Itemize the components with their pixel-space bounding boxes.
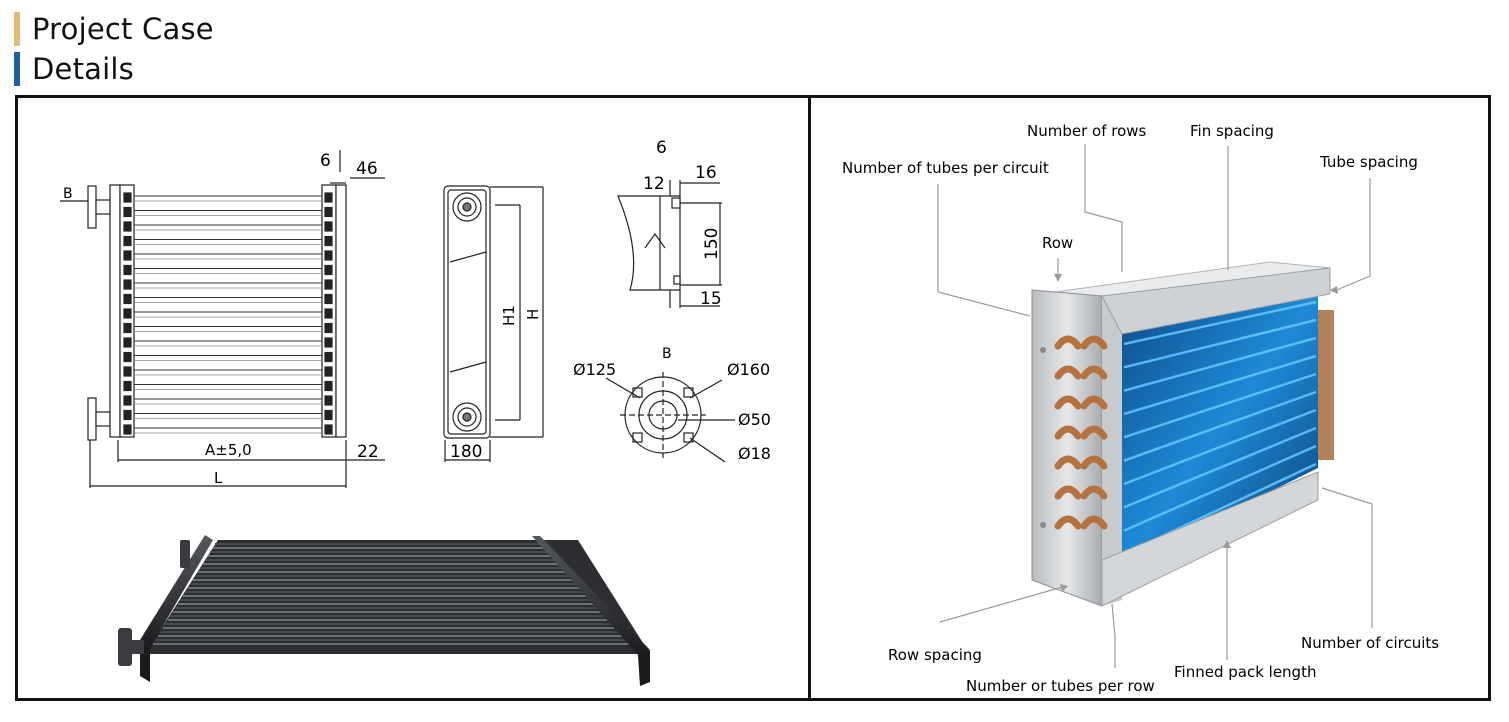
dim-label-180: 180	[450, 442, 482, 462]
tube-end	[324, 279, 333, 290]
fin-tube-line	[1123, 444, 1317, 532]
tube-end	[324, 264, 333, 276]
tube-end	[324, 308, 333, 319]
dim-label-46: 46	[356, 159, 378, 179]
tube-end	[123, 221, 132, 232]
annotation-arrowheads	[1054, 274, 1338, 592]
dim-label-d18: Ø18	[738, 444, 771, 463]
dim-label-h1: H1	[500, 305, 518, 326]
tube-end	[324, 380, 333, 392]
dim-label-6-detail: 6	[656, 138, 667, 158]
dim-label-6: 6	[320, 151, 331, 171]
dim-label-12: 12	[643, 174, 665, 194]
dim-label-15: 15	[700, 289, 722, 309]
tube-end	[324, 250, 333, 261]
tube-end	[123, 264, 132, 276]
heading-project-case: Project Case	[14, 12, 214, 46]
front-view-drawing	[60, 150, 385, 488]
tube-end	[324, 337, 333, 348]
copper-u-bend	[1054, 335, 1108, 350]
tube-end	[324, 366, 333, 377]
label-number-of-circuits: Number of circuits	[1301, 634, 1439, 652]
fin-tube-line	[1123, 354, 1317, 416]
flange-detail-drawing	[605, 372, 735, 463]
heading-accent-bar	[14, 12, 20, 46]
tube-end	[123, 293, 132, 305]
annotation-leaders	[937, 144, 1373, 668]
heading-text: Details	[32, 52, 134, 86]
dim-label-d50: Ø50	[738, 410, 771, 429]
label-tubes-per-circuit: Number of tubes per circuit	[842, 159, 1049, 177]
tube-end	[324, 409, 333, 421]
label-tubes-per-row: Number or tubes per row	[966, 677, 1155, 695]
tube-end	[324, 221, 333, 232]
tube-end	[324, 351, 333, 363]
dim-label-150: 150	[702, 228, 722, 260]
fin-tube-line	[1123, 336, 1317, 392]
tube-end	[123, 351, 132, 363]
dim-label-d125: Ø125	[573, 360, 616, 379]
tube-end	[324, 293, 333, 305]
dim-label-b: B	[63, 186, 73, 202]
fin-tube-line	[1123, 318, 1317, 369]
tube-end	[324, 322, 333, 334]
copper-u-bend	[1054, 455, 1108, 470]
tube-end	[123, 409, 132, 421]
content-frame	[15, 95, 1491, 701]
tube-end	[324, 424, 333, 435]
fin-tube-line	[1123, 390, 1317, 462]
tube-heat-exchanger-photo	[118, 535, 650, 686]
tube-end	[123, 206, 132, 218]
label-number-of-rows: Number of rows	[1027, 122, 1147, 140]
label-row-spacing: Row spacing	[888, 646, 982, 664]
heading-text: Project Case	[32, 12, 214, 46]
tube-end	[123, 337, 132, 348]
tube-end	[324, 235, 333, 247]
copper-u-bend	[1054, 515, 1108, 530]
fin-tube-line	[1123, 300, 1317, 346]
fin-tube-line	[1123, 426, 1317, 509]
label-finned-pack-length: Finned pack length	[1174, 663, 1316, 681]
copper-u-bend	[1054, 425, 1108, 440]
tube-end	[123, 279, 132, 290]
tube-end	[123, 380, 132, 392]
dim-label-d160: Ø160	[727, 360, 770, 379]
flange-label-b: B	[662, 346, 672, 362]
heading-accent-bar	[14, 52, 20, 86]
dim-label-16: 16	[695, 163, 717, 183]
finned-coil-photo	[1031, 261, 1334, 607]
tube-end	[123, 395, 132, 406]
header-detail-drawing	[617, 180, 722, 308]
tube-end	[123, 250, 132, 261]
label-fin-spacing: Fin spacing	[1190, 122, 1274, 140]
dim-label-a: A±5,0	[205, 441, 252, 459]
dim-label-h: H	[524, 309, 542, 320]
tube-end	[324, 192, 333, 203]
panel-divider	[808, 95, 811, 701]
heading-details: Details	[14, 52, 134, 86]
tube-end	[123, 192, 132, 203]
fin-tube-line	[1123, 372, 1317, 439]
dim-label-l: L	[214, 469, 223, 487]
label-tube-spacing: Tube spacing	[1319, 153, 1418, 171]
tube-end	[324, 206, 333, 218]
fin-tube-line	[1123, 408, 1317, 486]
tube-end	[123, 366, 132, 377]
label-row: Row	[1042, 234, 1073, 252]
copper-u-bend	[1054, 485, 1108, 500]
tube-end	[123, 235, 132, 247]
copper-u-bend	[1054, 365, 1108, 380]
copper-u-bend	[1054, 395, 1108, 410]
tube-end	[324, 395, 333, 406]
dim-label-22: 22	[357, 442, 379, 462]
tube-end	[123, 308, 132, 319]
tube-end	[123, 424, 132, 435]
side-view-drawing	[443, 185, 544, 462]
tube-end	[123, 322, 132, 334]
